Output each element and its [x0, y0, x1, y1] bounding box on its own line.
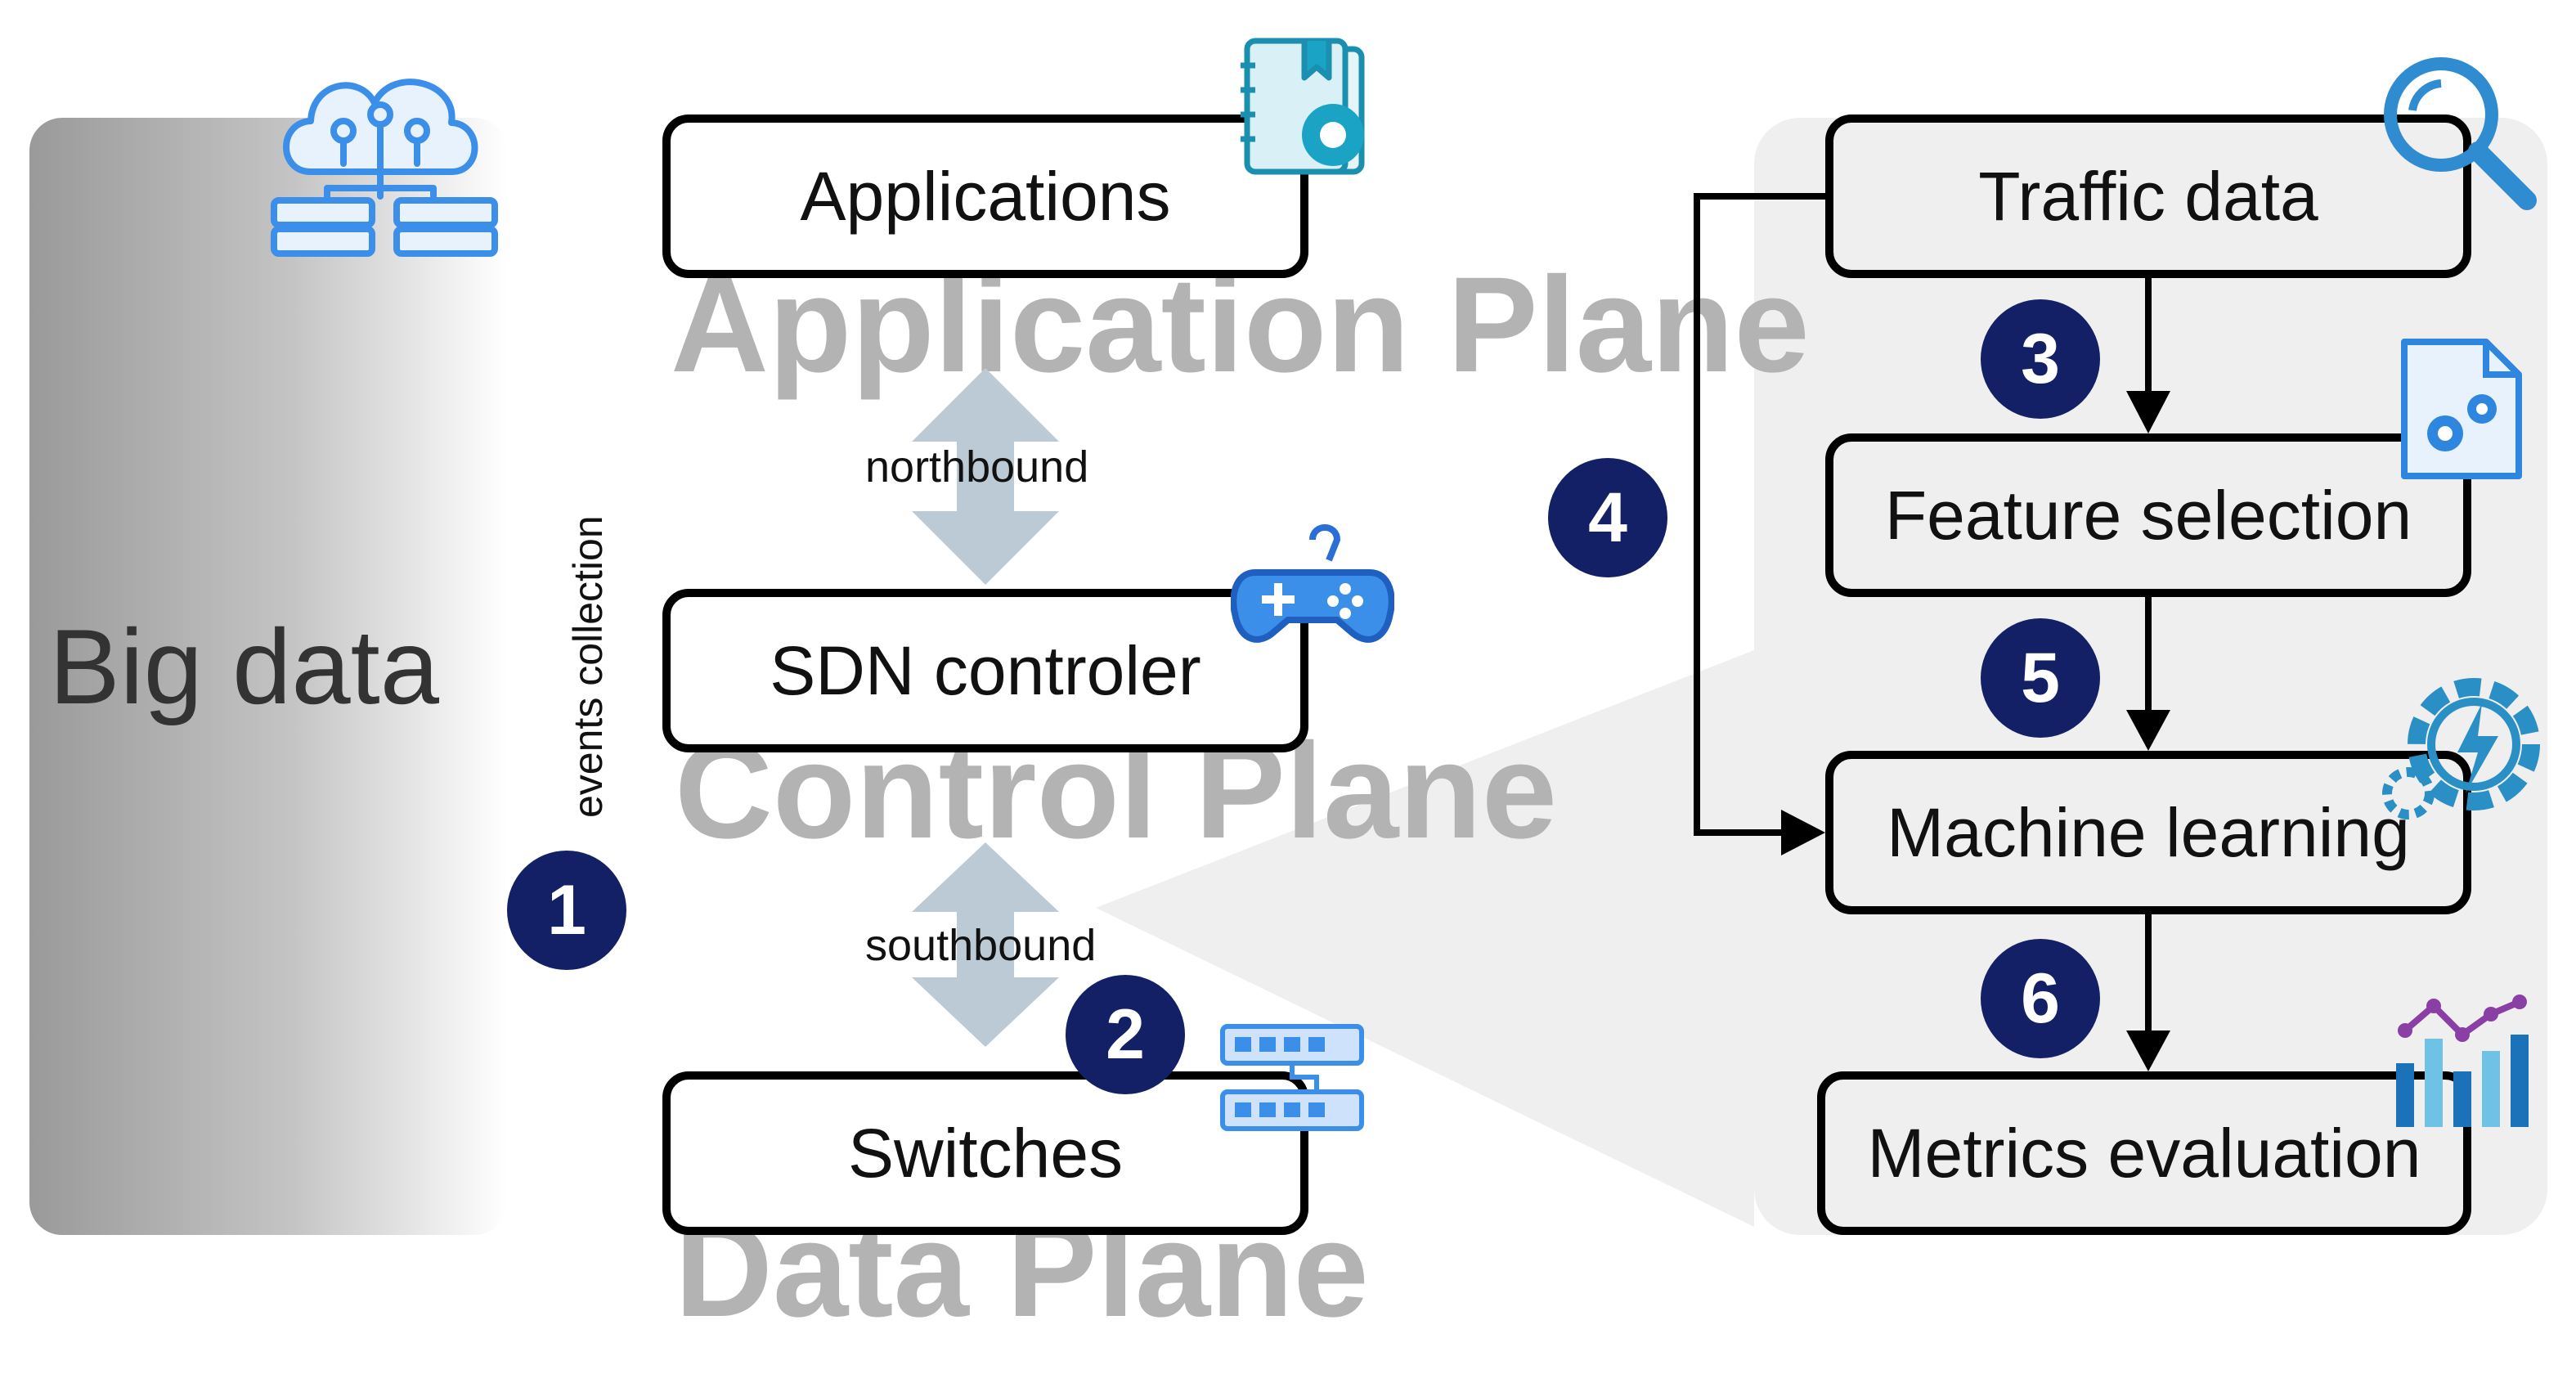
- switches-box: Switches: [662, 1071, 1308, 1235]
- zoom-wedge: [1096, 650, 1754, 1227]
- step-5-badge: 5: [1981, 618, 2100, 738]
- step-3-badge: 3: [1981, 299, 2100, 419]
- big-data-label: Big data: [49, 607, 440, 726]
- step-6-badge: 6: [1981, 939, 2100, 1058]
- metrics-evaluation-box: Metrics evaluation: [1817, 1071, 2471, 1235]
- file-gear-icon: [2401, 339, 2522, 479]
- big-data-panel: [29, 118, 507, 1235]
- feature-selection-box: Feature selection: [1825, 433, 2471, 597]
- northbound-arrow: [912, 368, 1059, 585]
- application-plane-label: Application Plane: [671, 249, 1810, 401]
- gamepad-icon: [1231, 524, 1394, 643]
- sdn-controller-box: SDN controler: [662, 589, 1308, 752]
- step-1-badge: 1: [507, 851, 626, 970]
- step-2-badge: 2: [1066, 975, 1185, 1094]
- notebook-gear-icon: [1241, 38, 1365, 175]
- machine-learning-box: Machine learning: [1825, 751, 2471, 914]
- magnifier-icon: [2384, 57, 2537, 210]
- gear-lightning-icon: [2382, 678, 2540, 819]
- applications-box: Applications: [662, 114, 1308, 278]
- network-switch-icon: [1220, 1024, 1364, 1131]
- northbound-label: northbound: [865, 442, 1089, 492]
- bar-line-chart-icon: [2396, 995, 2529, 1127]
- traffic-data-box: Traffic data: [1825, 114, 2471, 278]
- step-4-badge: 4: [1548, 458, 1667, 577]
- southbound-arrow: [912, 842, 1059, 1047]
- southbound-label: southbound: [865, 921, 1097, 970]
- arrow-traffic-to-ml: [1694, 193, 1825, 836]
- cloud-server-icon: [271, 79, 498, 257]
